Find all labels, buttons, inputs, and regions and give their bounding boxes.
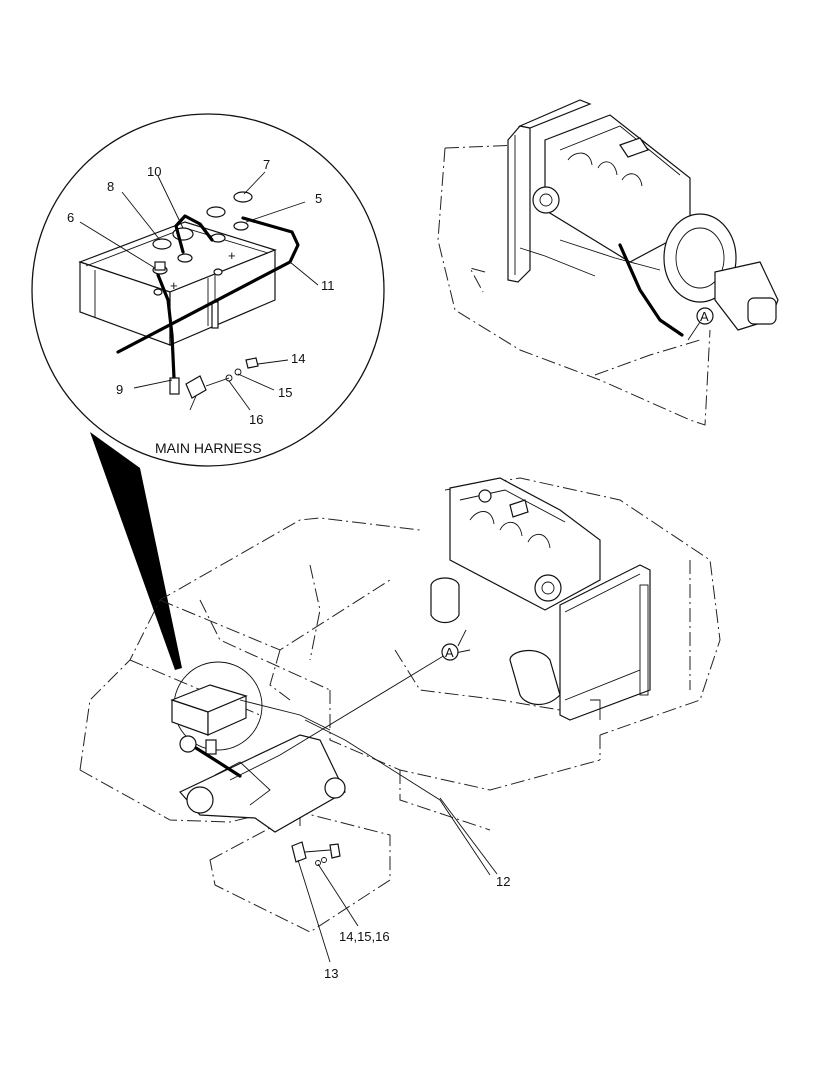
callout-16: 16 xyxy=(249,412,263,427)
battery-cables xyxy=(116,214,300,380)
callout-14: 14 xyxy=(291,351,305,366)
engine-assembly xyxy=(430,477,651,721)
view-marker-a-top-label: A xyxy=(700,309,709,324)
view-marker-a-main xyxy=(441,643,459,661)
svg-text:+: + xyxy=(170,278,178,293)
ground-strap-assembly xyxy=(169,357,259,411)
callout-13: 13 xyxy=(324,966,338,981)
callout-10: 10 xyxy=(147,164,161,179)
callout-14-15-16: 14,15,16 xyxy=(339,929,390,944)
callout-labels: 7 10 8 5 6 11 14 9 15 16 12 14,15,16 13 … xyxy=(67,157,709,981)
view-marker-a-main-label: A xyxy=(445,645,454,660)
battery-location xyxy=(170,661,263,778)
callout-6: 6 xyxy=(67,210,74,225)
machine-view-main xyxy=(79,477,721,963)
callout-15: 15 xyxy=(278,385,292,400)
svg-text:+: + xyxy=(228,248,236,263)
callout-5: 5 xyxy=(315,191,322,206)
callout-12: 12 xyxy=(496,874,510,889)
ground-point-13 xyxy=(291,841,341,866)
main-harness-caption: MAIN HARNESS xyxy=(155,440,262,456)
detail-leaders xyxy=(79,171,319,411)
callout-7: 7 xyxy=(263,157,270,172)
callout-11: 11 xyxy=(321,278,335,293)
detail-view-main-harness: + + xyxy=(31,113,385,670)
view-marker-a-top xyxy=(696,307,714,325)
detail-pointer-wedge xyxy=(90,432,182,670)
engine-view-upper xyxy=(437,99,779,426)
callout-8: 8 xyxy=(107,179,114,194)
callout-9: 9 xyxy=(116,382,123,397)
